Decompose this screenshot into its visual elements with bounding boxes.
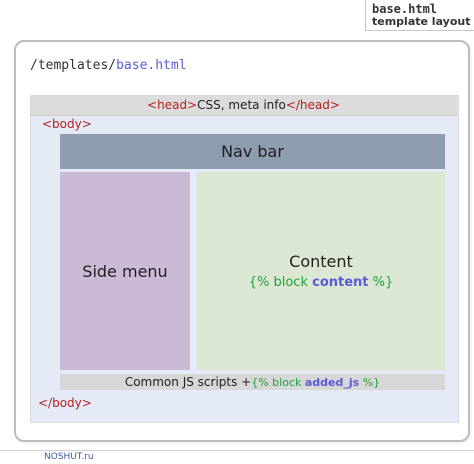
- body-close-tag: </body>: [38, 396, 92, 410]
- scripts-block-tag: {% block added_js %}: [251, 376, 380, 389]
- scripts-block-name: added_js: [304, 375, 360, 389]
- head-open-tag: <head>: [147, 98, 198, 112]
- caption-subtitle: template layout: [372, 15, 471, 28]
- footer-divider: [0, 450, 474, 451]
- watermark: NOSHUT.ru: [44, 452, 94, 462]
- navbar-label: Nav bar: [221, 142, 284, 161]
- content-block-open: {% block: [248, 275, 313, 290]
- scripts-region: Common JS scripts + {% block added_js %}: [60, 374, 445, 390]
- content-block-close: %}: [368, 275, 394, 290]
- side-menu-label: Side menu: [82, 261, 168, 281]
- caption-filename: base.html: [372, 2, 438, 16]
- head-section: <head>CSS, meta info</head>: [30, 95, 457, 116]
- content-block-tag: {% block content %}: [249, 275, 394, 290]
- side-menu-region: Side menu: [60, 172, 190, 370]
- file-path-filename: base.html: [116, 58, 187, 73]
- content-label: Content: [289, 252, 353, 271]
- head-text: CSS, meta info: [197, 98, 286, 112]
- content-region: Content {% block content %}: [197, 172, 445, 370]
- caption-tab: [365, 0, 474, 31]
- file-path-prefix: /templates/: [30, 58, 117, 73]
- body-open-tag: <body>: [42, 117, 92, 131]
- scripts-block-close: %}: [359, 375, 381, 389]
- scripts-block-open: {% block: [251, 375, 305, 389]
- navbar-region: Nav bar: [60, 134, 445, 169]
- head-close-tag: </head>: [285, 98, 340, 112]
- content-block-name: content: [312, 275, 369, 290]
- scripts-text: Common JS scripts +: [124, 375, 252, 389]
- file-path: /templates/base.html: [30, 58, 187, 73]
